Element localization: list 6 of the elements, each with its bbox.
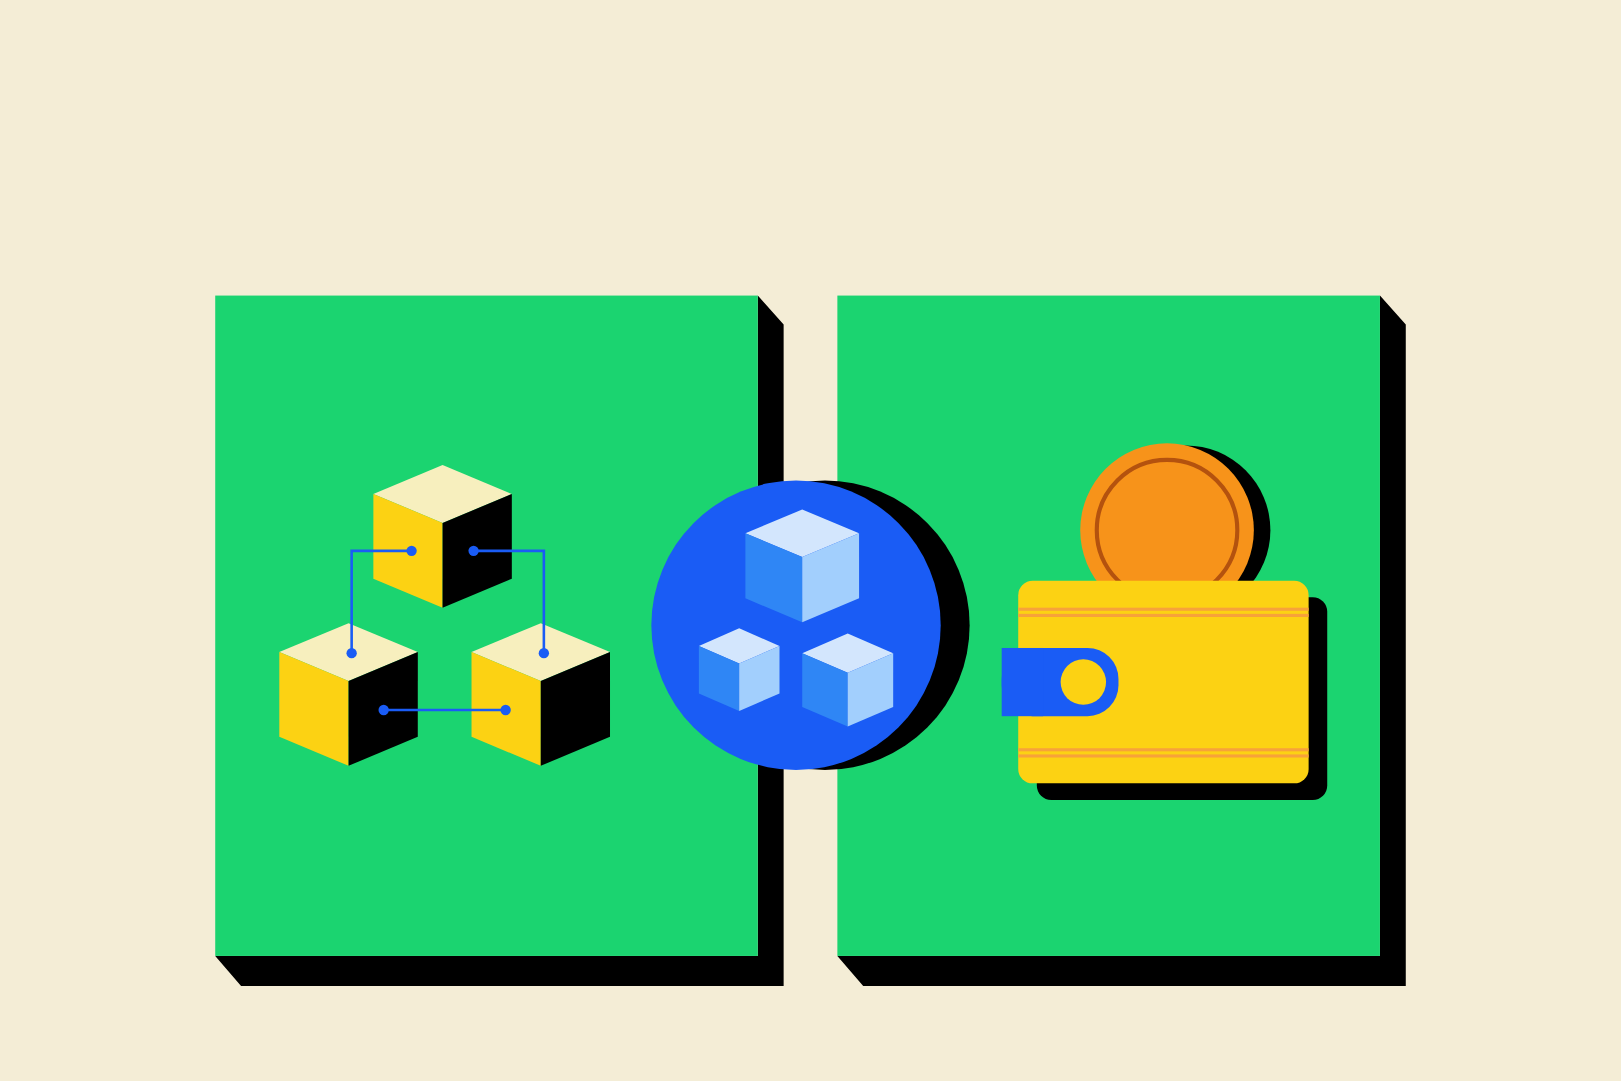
cube-drawing <box>373 465 512 608</box>
cube-drawing <box>471 623 610 766</box>
connector-line <box>468 545 550 659</box>
cube-drawing <box>279 623 418 766</box>
connector-line <box>346 545 417 659</box>
connector-line <box>378 704 511 716</box>
